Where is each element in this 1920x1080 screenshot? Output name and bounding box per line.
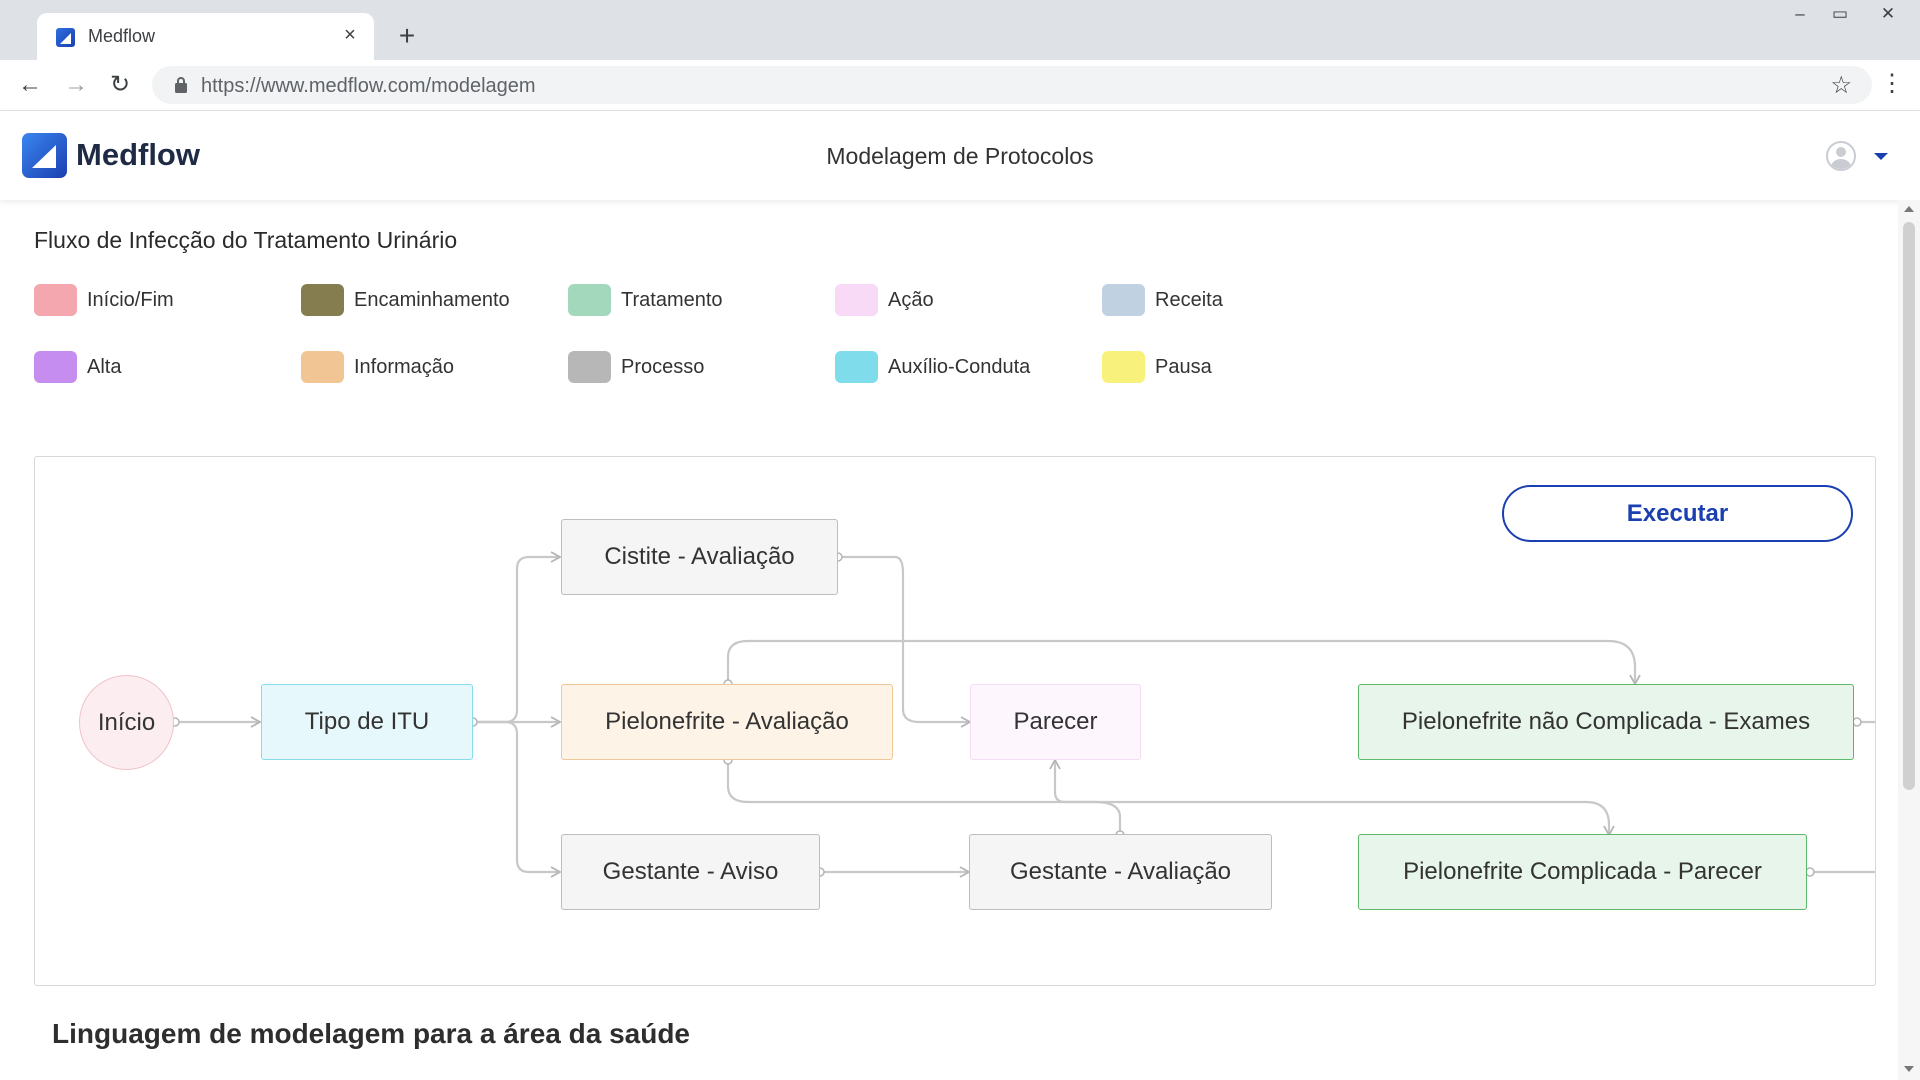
legend-swatch: [568, 284, 611, 316]
close-window-button[interactable]: ✕: [1880, 4, 1896, 23]
connector-tipo-cistite: [473, 551, 562, 724]
bookmark-star-icon[interactable]: ☆: [1830, 72, 1852, 99]
lock-icon: [175, 77, 187, 93]
legend-label: Processo: [621, 356, 705, 378]
connector-gestante-parecer: [1049, 758, 1122, 835]
url-text[interactable]: https://www.medflow.com/modelagem: [201, 75, 536, 97]
legend-label: Pausa: [1155, 356, 1212, 378]
logo-text[interactable]: Medflow: [76, 137, 200, 172]
node-parecer[interactable]: Parecer: [970, 684, 1141, 760]
legend-swatch: [835, 284, 878, 316]
port-dot: [1852, 717, 1862, 727]
node-cistite-avaliacao[interactable]: Cistite - Avaliação: [561, 519, 838, 595]
page-title: Modelagem de Protocolos: [826, 143, 1094, 169]
legend-swatch: [835, 351, 878, 383]
legend-label: Alta: [87, 356, 122, 378]
reload-button[interactable]: ↻: [109, 71, 131, 98]
connector-pielo-complicada: [726, 760, 1615, 837]
page-scrollbar[interactable]: [1898, 200, 1920, 1080]
node-gestante-avaliacao[interactable]: Gestante - Avaliação: [969, 834, 1272, 910]
browser-menu-icon[interactable]: ⋮: [1880, 70, 1904, 97]
forward-button[interactable]: →: [64, 71, 88, 98]
tab-title: Medflow: [88, 26, 156, 46]
medflow-favicon-icon: [56, 28, 75, 47]
flow-title: Fluxo de Infecção do Tratamento Urinário: [34, 227, 458, 253]
medflow-logo-icon[interactable]: [22, 133, 67, 178]
node-pielonefrite-nao-complicada[interactable]: Pielonefrite não Complicada - Exames: [1358, 684, 1854, 760]
node-gestante-aviso[interactable]: Gestante - Aviso: [561, 834, 820, 910]
scroll-down-icon[interactable]: [1904, 1066, 1914, 1072]
node-inicio[interactable]: Início: [79, 675, 174, 770]
back-button[interactable]: ←: [18, 71, 42, 98]
legend-swatch: [301, 351, 344, 383]
legend-label: Encaminhamento: [354, 289, 510, 311]
port-dot: [1805, 867, 1815, 877]
maximize-button[interactable]: ▭: [1831, 4, 1849, 23]
legend-swatch: [301, 284, 344, 316]
legend-label: Auxílio-Conduta: [888, 356, 1031, 378]
address-bar[interactable]: https://www.medflow.com/modelagem ☆: [152, 66, 1872, 104]
new-tab-button[interactable]: +: [398, 20, 416, 51]
legend-label: Tratamento: [621, 289, 723, 311]
app-header: Medflow Modelagem de Protocolos: [0, 111, 1920, 200]
tab-close-icon[interactable]: ×: [344, 24, 356, 46]
connector-pielo-nao-complicada: [726, 639, 1641, 686]
legend-label: Ação: [888, 289, 934, 311]
legend-label: Informação: [354, 356, 455, 378]
node-pielonefrite-complicada[interactable]: Pielonefrite Complicada - Parecer: [1358, 834, 1807, 910]
browser-tab[interactable]: Medflow ×: [37, 13, 374, 60]
execute-button[interactable]: Executar: [1502, 485, 1853, 542]
legend-swatch: [1102, 284, 1145, 316]
legend-label: Receita: [1155, 289, 1223, 311]
flow-canvas[interactable]: Executar Início Tipo de ITU Cistite - Av…: [34, 456, 1876, 986]
legend-swatch: [34, 351, 77, 383]
scroll-thumb[interactable]: [1903, 222, 1915, 790]
minimize-button[interactable]: –: [1795, 4, 1805, 23]
legend-swatch: [1102, 351, 1145, 383]
node-tipo-itu[interactable]: Tipo de ITU: [261, 684, 473, 760]
scroll-up-icon[interactable]: [1904, 206, 1914, 212]
browser-tabstrip: Medflow × + – ▭ ✕: [0, 0, 1920, 60]
section-heading: Linguagem de modelagem para a área da sa…: [52, 1018, 690, 1049]
user-menu-caret-icon[interactable]: [1874, 153, 1888, 160]
user-avatar-icon[interactable]: [1826, 141, 1856, 171]
legend-label: Início/Fim: [87, 289, 174, 311]
legend-swatch: [34, 284, 77, 316]
browser-toolbar: ← → ↻ https://www.medflow.com/modelagem …: [0, 60, 1920, 111]
node-pielonefrite-avaliacao[interactable]: Pielonefrite - Avaliação: [561, 684, 893, 760]
legend-swatch: [568, 351, 611, 383]
connector-tipo-gestante: [473, 720, 562, 878]
